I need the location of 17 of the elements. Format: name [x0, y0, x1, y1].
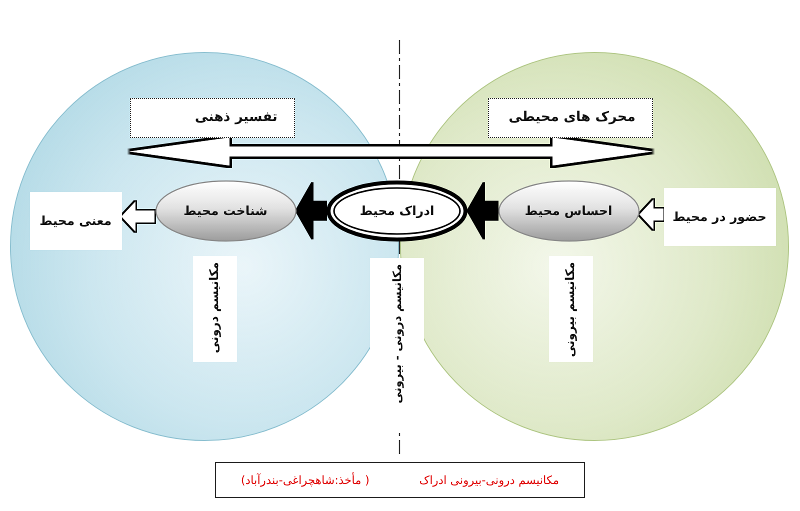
block-arrow — [122, 202, 154, 232]
label-box: حضور در محیط — [664, 188, 776, 246]
double-ellipse: ادراک محیط — [326, 180, 468, 242]
block-arrow — [468, 182, 498, 239]
note-box: تفسیر ذهنی — [130, 98, 294, 138]
block-arrow — [296, 182, 326, 239]
note-box: محرک های محیطی — [488, 98, 652, 138]
block-arrow — [640, 200, 664, 230]
double-arrow — [130, 138, 652, 166]
vertical-label: مکانیسم بیرونی — [548, 256, 592, 362]
process-ellipse: شناخت محیط — [154, 180, 296, 242]
process-ellipse: احساس محیط — [498, 180, 640, 242]
label-box: معنی محیط — [30, 192, 122, 250]
vertical-label: مکانیسم درونی - بیرونی — [370, 258, 424, 430]
vertical-label: مکانیسم درونی — [192, 256, 236, 362]
source-note: ( مأخذ:شاهچراغی-بندرآباد) — [240, 473, 370, 487]
caption: مکانیسم درونی-بیرونی ادراک — [419, 473, 560, 487]
